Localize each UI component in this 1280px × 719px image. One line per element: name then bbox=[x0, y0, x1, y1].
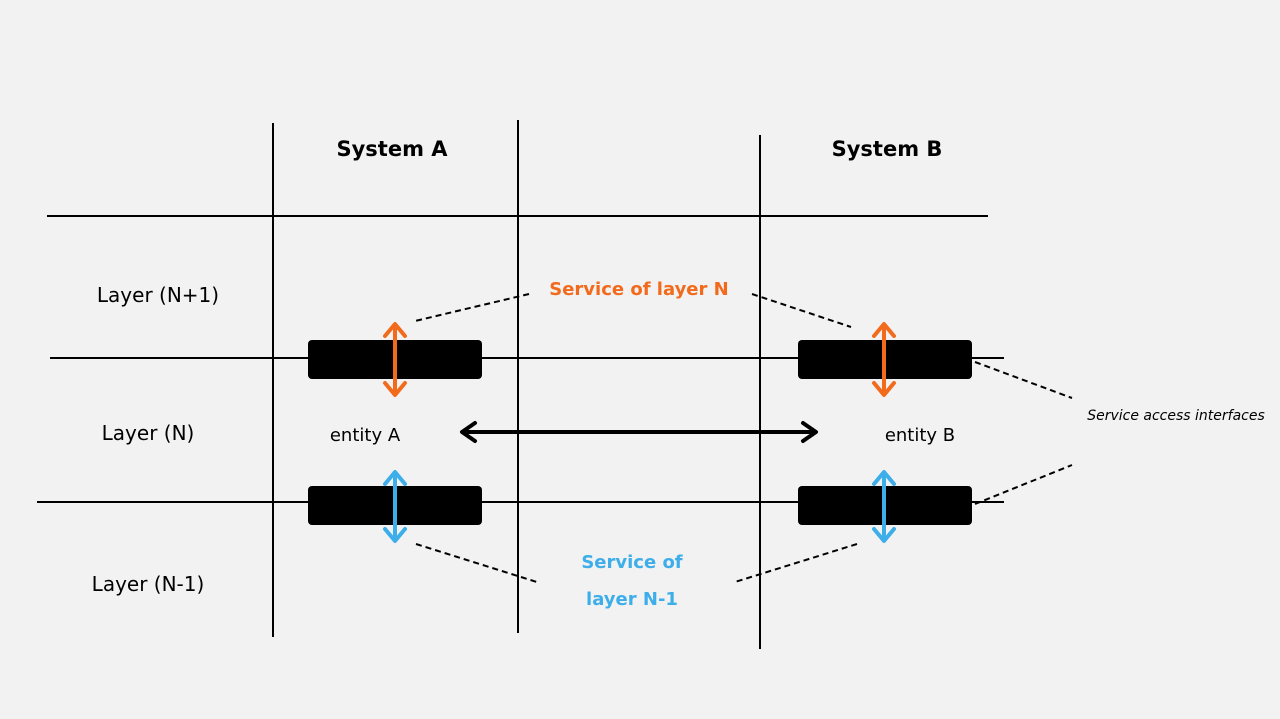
layer-label-lower: Layer (N-1) bbox=[92, 572, 205, 596]
service-layer-n-label: Service of layer N bbox=[549, 279, 728, 300]
orange-double-arrow-a bbox=[383, 322, 407, 397]
entity-b-label: entity B bbox=[885, 425, 955, 446]
service-layer-n-minus-1-label-line1: Service of bbox=[581, 552, 682, 573]
peer-double-arrow bbox=[460, 421, 818, 443]
header-system-b: System B bbox=[832, 137, 943, 161]
dashed-leader-service-n-left bbox=[414, 293, 530, 322]
header-system-a: System A bbox=[336, 137, 448, 161]
service-layer-n-minus-1-label-line2: layer N-1 bbox=[586, 589, 678, 610]
dashed-leader-sai-lower bbox=[974, 464, 1073, 505]
service-access-interfaces-label: Service access interfaces bbox=[1087, 408, 1265, 424]
layer-label-middle: Layer (N) bbox=[102, 421, 195, 445]
orange-double-arrow-b bbox=[872, 322, 896, 397]
dashed-leader-service-n-right bbox=[751, 293, 852, 328]
blue-double-arrow-a bbox=[383, 470, 407, 543]
dashed-leader-service-n-1-right bbox=[734, 543, 858, 583]
entity-a-label: entity A bbox=[330, 425, 401, 446]
blue-double-arrow-b bbox=[872, 470, 896, 543]
layer-label-upper: Layer (N+1) bbox=[97, 283, 219, 307]
dashed-leader-sai-upper bbox=[974, 361, 1073, 399]
dashed-leader-service-n-1-left bbox=[415, 543, 541, 584]
